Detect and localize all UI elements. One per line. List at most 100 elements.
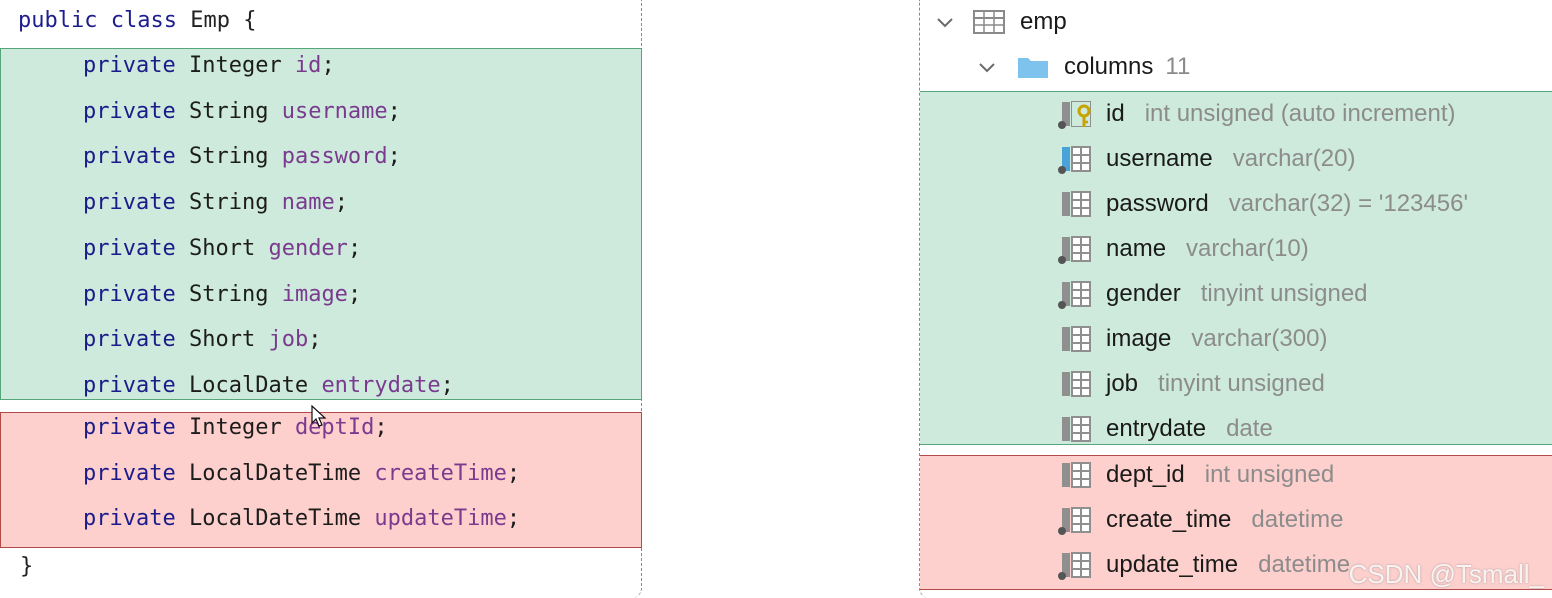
mouse-cursor-icon [311,405,327,427]
column-node[interactable]: gender tinyint unsigned [1058,274,1368,314]
field-name: image [281,281,348,307]
field-declaration: private Short gender; [83,229,361,269]
field-type: Short [188,327,256,353]
not-null-column-icon [1058,236,1091,264]
column-type: varchar(10) [1186,235,1309,262]
db-tree-panel: emp columns 11 id int unsigned (auto incr… [919,0,1552,598]
column-icon [1062,462,1091,488]
field-declaration: private LocalDateTime createTime; [83,454,520,494]
semicolon: ; [387,98,401,124]
field-name: gender [268,235,348,261]
open-brace: { [243,8,257,33]
column-name: name [1106,235,1167,262]
class-keyword: class [110,8,177,33]
java-code-panel: public class Emp { private Integer id;pr… [0,0,642,598]
column-icon [1062,191,1091,217]
tree-node-table[interactable]: emp [934,4,1067,40]
column-type: varchar(32) = '123456' [1228,190,1469,217]
field-type: LocalDateTime [188,460,362,486]
column-icon [1062,371,1091,397]
field-declaration: private Integer id; [83,46,335,86]
field-type: String [188,144,269,170]
column-node[interactable]: entrydate date [1058,409,1273,449]
not-null-column-icon [1058,507,1091,535]
column-type: datetime [1258,551,1351,578]
semicolon: ; [347,235,362,261]
field-name: createTime [374,460,507,486]
field-declaration: private String image; [83,275,361,315]
watermark: CSDN @Tsmall_ [1348,559,1544,589]
column-name: image [1106,325,1172,352]
column-name: id [1106,100,1125,127]
table-icon [973,10,1005,34]
field-name: entrydate [321,372,441,398]
field-modifier: private [83,190,176,216]
columns-label: columns [1064,53,1154,80]
semicolon: ; [308,327,322,353]
column-type: datetime [1251,506,1344,533]
field-name: name [281,190,335,216]
column-node[interactable]: username varchar(20) [1058,139,1355,179]
field-declaration: private String name; [83,183,348,223]
field-modifier: private [83,372,176,398]
columns-count: 11 [1165,53,1191,80]
column-type: int unsigned [1204,461,1335,488]
column-name: job [1106,370,1139,397]
column-type: varchar(300) [1191,325,1328,352]
field-name: password [281,144,388,170]
column-name: create_time [1106,506,1232,533]
field-declaration: private LocalDateTime updateTime; [83,499,520,539]
semicolon: ; [440,372,454,398]
field-name: id [294,53,322,78]
semicolon: ; [506,506,521,532]
field-modifier: private [83,506,176,532]
semicolon: ; [347,281,362,307]
semicolon: ; [321,53,335,78]
column-icon [1062,326,1091,352]
column-node[interactable]: image varchar(300) [1058,319,1327,359]
primary-key-column-icon [1058,101,1091,129]
field-modifier: private [83,98,176,124]
class-declaration: public class Emp { [18,6,256,36]
mapped-columns-block: id int unsigned (auto increment) username… [920,91,1552,445]
close-brace: } [20,554,34,579]
column-node[interactable]: create_time datetime [1058,500,1343,540]
semicolon: ; [374,415,388,440]
column-type: date [1226,415,1273,442]
unique-column-icon [1058,146,1091,174]
column-node[interactable]: id int unsigned (auto increment) [1058,94,1456,134]
field-type: String [188,281,269,307]
chevron-down-icon[interactable] [976,56,998,78]
field-modifier: private [83,235,176,261]
semicolon: ; [506,460,521,486]
column-node[interactable]: name varchar(10) [1058,229,1309,269]
column-name: gender [1106,280,1181,307]
column-name: entrydate [1106,415,1207,442]
unmapped-fields-block: private Integer deptId;private LocalDate… [0,412,642,548]
field-declaration: private String password; [83,137,401,177]
field-name: username [281,98,388,124]
field-declaration: private String username; [83,92,401,132]
column-name: username [1106,145,1213,172]
tree-node-columns[interactable]: columns 11 [976,49,1190,85]
field-type: Integer [188,53,282,78]
field-name: updateTime [374,506,507,532]
table-name: emp [1020,8,1067,35]
column-type: varchar(20) [1232,145,1356,172]
folder-icon [1018,58,1048,78]
semicolon: ; [334,190,348,216]
column-type: tinyint unsigned [1200,280,1368,307]
field-modifier: private [83,281,176,307]
column-type: int unsigned (auto increment) [1144,100,1456,127]
column-node[interactable]: update_time datetime [1058,545,1350,585]
field-type: Integer [188,415,282,440]
chevron-down-icon[interactable] [934,11,956,33]
field-type: String [188,190,269,216]
not-null-column-icon [1058,552,1091,580]
field-name: deptId [294,415,375,440]
column-name: update_time [1106,551,1239,578]
field-name: job [268,327,309,353]
